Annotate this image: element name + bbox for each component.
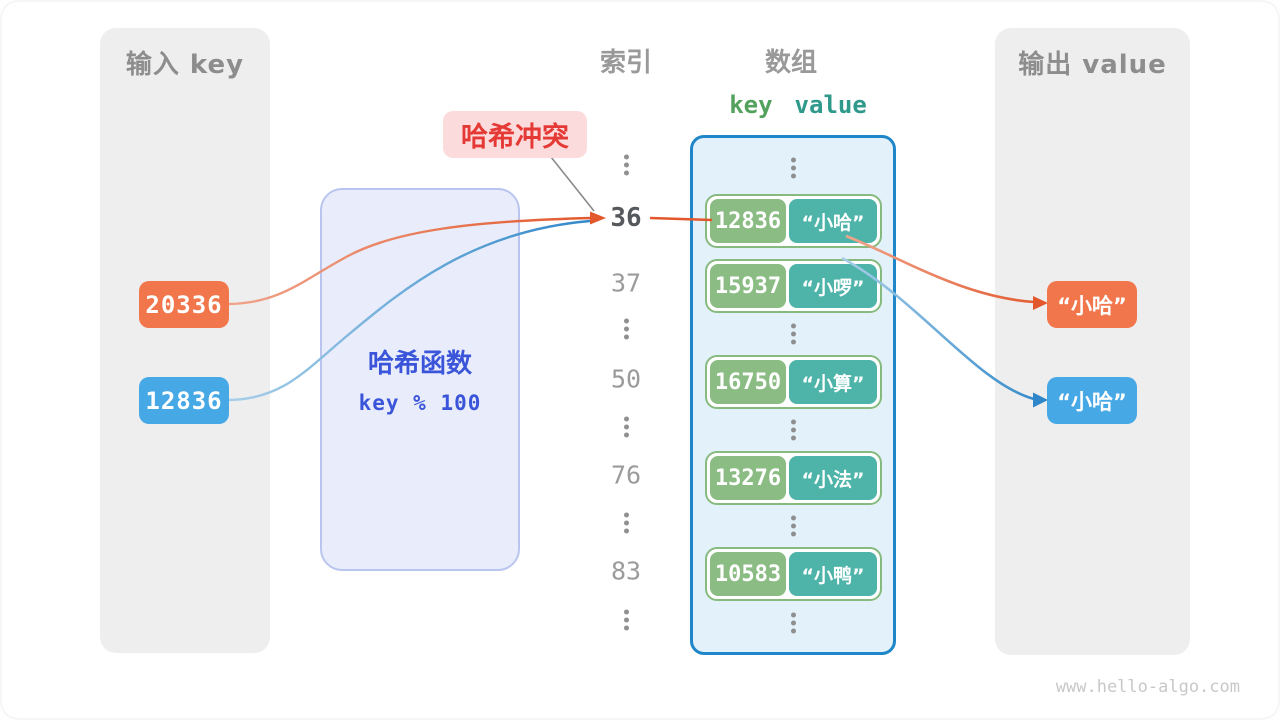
vertical-ellipsis-icon (790, 419, 796, 441)
vertical-ellipsis-icon (623, 416, 629, 438)
hash-function-box: 哈希函数 key % 100 (320, 188, 520, 571)
pair-key: 12836 (710, 199, 786, 243)
input-key-box: 20336 (139, 281, 229, 328)
index-value: 36 (610, 203, 642, 233)
array-ellipsis (693, 419, 893, 441)
index-ellipsis (576, 609, 676, 631)
kv-pair: 16750“小算” (705, 355, 882, 409)
key-header: key (729, 91, 773, 119)
pair-key: 16750 (710, 360, 786, 404)
output-value-box: “小哈” (1047, 377, 1137, 424)
pair-key: 10583 (710, 552, 786, 596)
array-ellipsis (693, 612, 893, 634)
collision-pointer-line (550, 156, 595, 212)
output-panel: 输出 value (995, 28, 1190, 655)
pair-key: 15937 (710, 264, 786, 308)
pair-value: “小法” (789, 456, 877, 500)
hash-collision-label: 哈希冲突 (443, 111, 587, 158)
index-value: 50 (610, 364, 642, 394)
index-value: 37 (610, 268, 642, 298)
index-value: 83 (610, 556, 642, 586)
kv-pair: 15937“小啰” (705, 259, 882, 313)
index-ellipsis (576, 318, 676, 340)
kv-pair: 12836“小哈” (705, 194, 882, 248)
pair-key: 13276 (710, 456, 786, 500)
array-ellipsis (693, 157, 893, 179)
pair-value: “小鸭” (789, 552, 877, 596)
index-value: 76 (610, 460, 642, 490)
pair-value: “小算” (789, 360, 877, 404)
array-container: 12836“小哈”15937“小啰”16750“小算”13276“小法”1058… (690, 135, 896, 655)
vertical-ellipsis-icon (790, 157, 796, 179)
vertical-ellipsis-icon (623, 512, 629, 534)
kv-pair: 13276“小法” (705, 451, 882, 505)
pair-value: “小啰” (789, 264, 877, 308)
pair-value: “小哈” (789, 199, 877, 243)
hash-function-title: 哈希函数 (367, 349, 472, 379)
output-value-box: “小哈” (1047, 281, 1137, 328)
array-title: 数组 (764, 48, 817, 78)
watermark: www.hello-algo.com (1055, 677, 1240, 697)
index-ellipsis (576, 154, 676, 176)
index-column-title: 索引 (599, 48, 652, 78)
vertical-ellipsis-icon (623, 318, 629, 340)
array-ellipsis (693, 515, 893, 537)
vertical-ellipsis-icon (790, 515, 796, 537)
vertical-ellipsis-icon (790, 323, 796, 345)
vertical-ellipsis-icon (623, 154, 629, 176)
input-panel: 输入 key (100, 28, 270, 653)
index-ellipsis (576, 416, 676, 438)
vertical-ellipsis-icon (790, 612, 796, 634)
array-ellipsis (693, 323, 893, 345)
index-ellipsis (576, 512, 676, 534)
kv-pair: 10583“小鸭” (705, 547, 882, 601)
value-header: value (794, 91, 867, 119)
hash-function-formula: key % 100 (358, 391, 482, 415)
array-kv-header: key value (690, 91, 896, 119)
input-key-box: 12836 (139, 377, 229, 424)
arrowhead-to-index-icon (590, 211, 606, 225)
input-panel-title: 输入 key (125, 50, 245, 80)
output-panel-title: 输出 value (1018, 50, 1167, 80)
vertical-ellipsis-icon (623, 609, 629, 631)
